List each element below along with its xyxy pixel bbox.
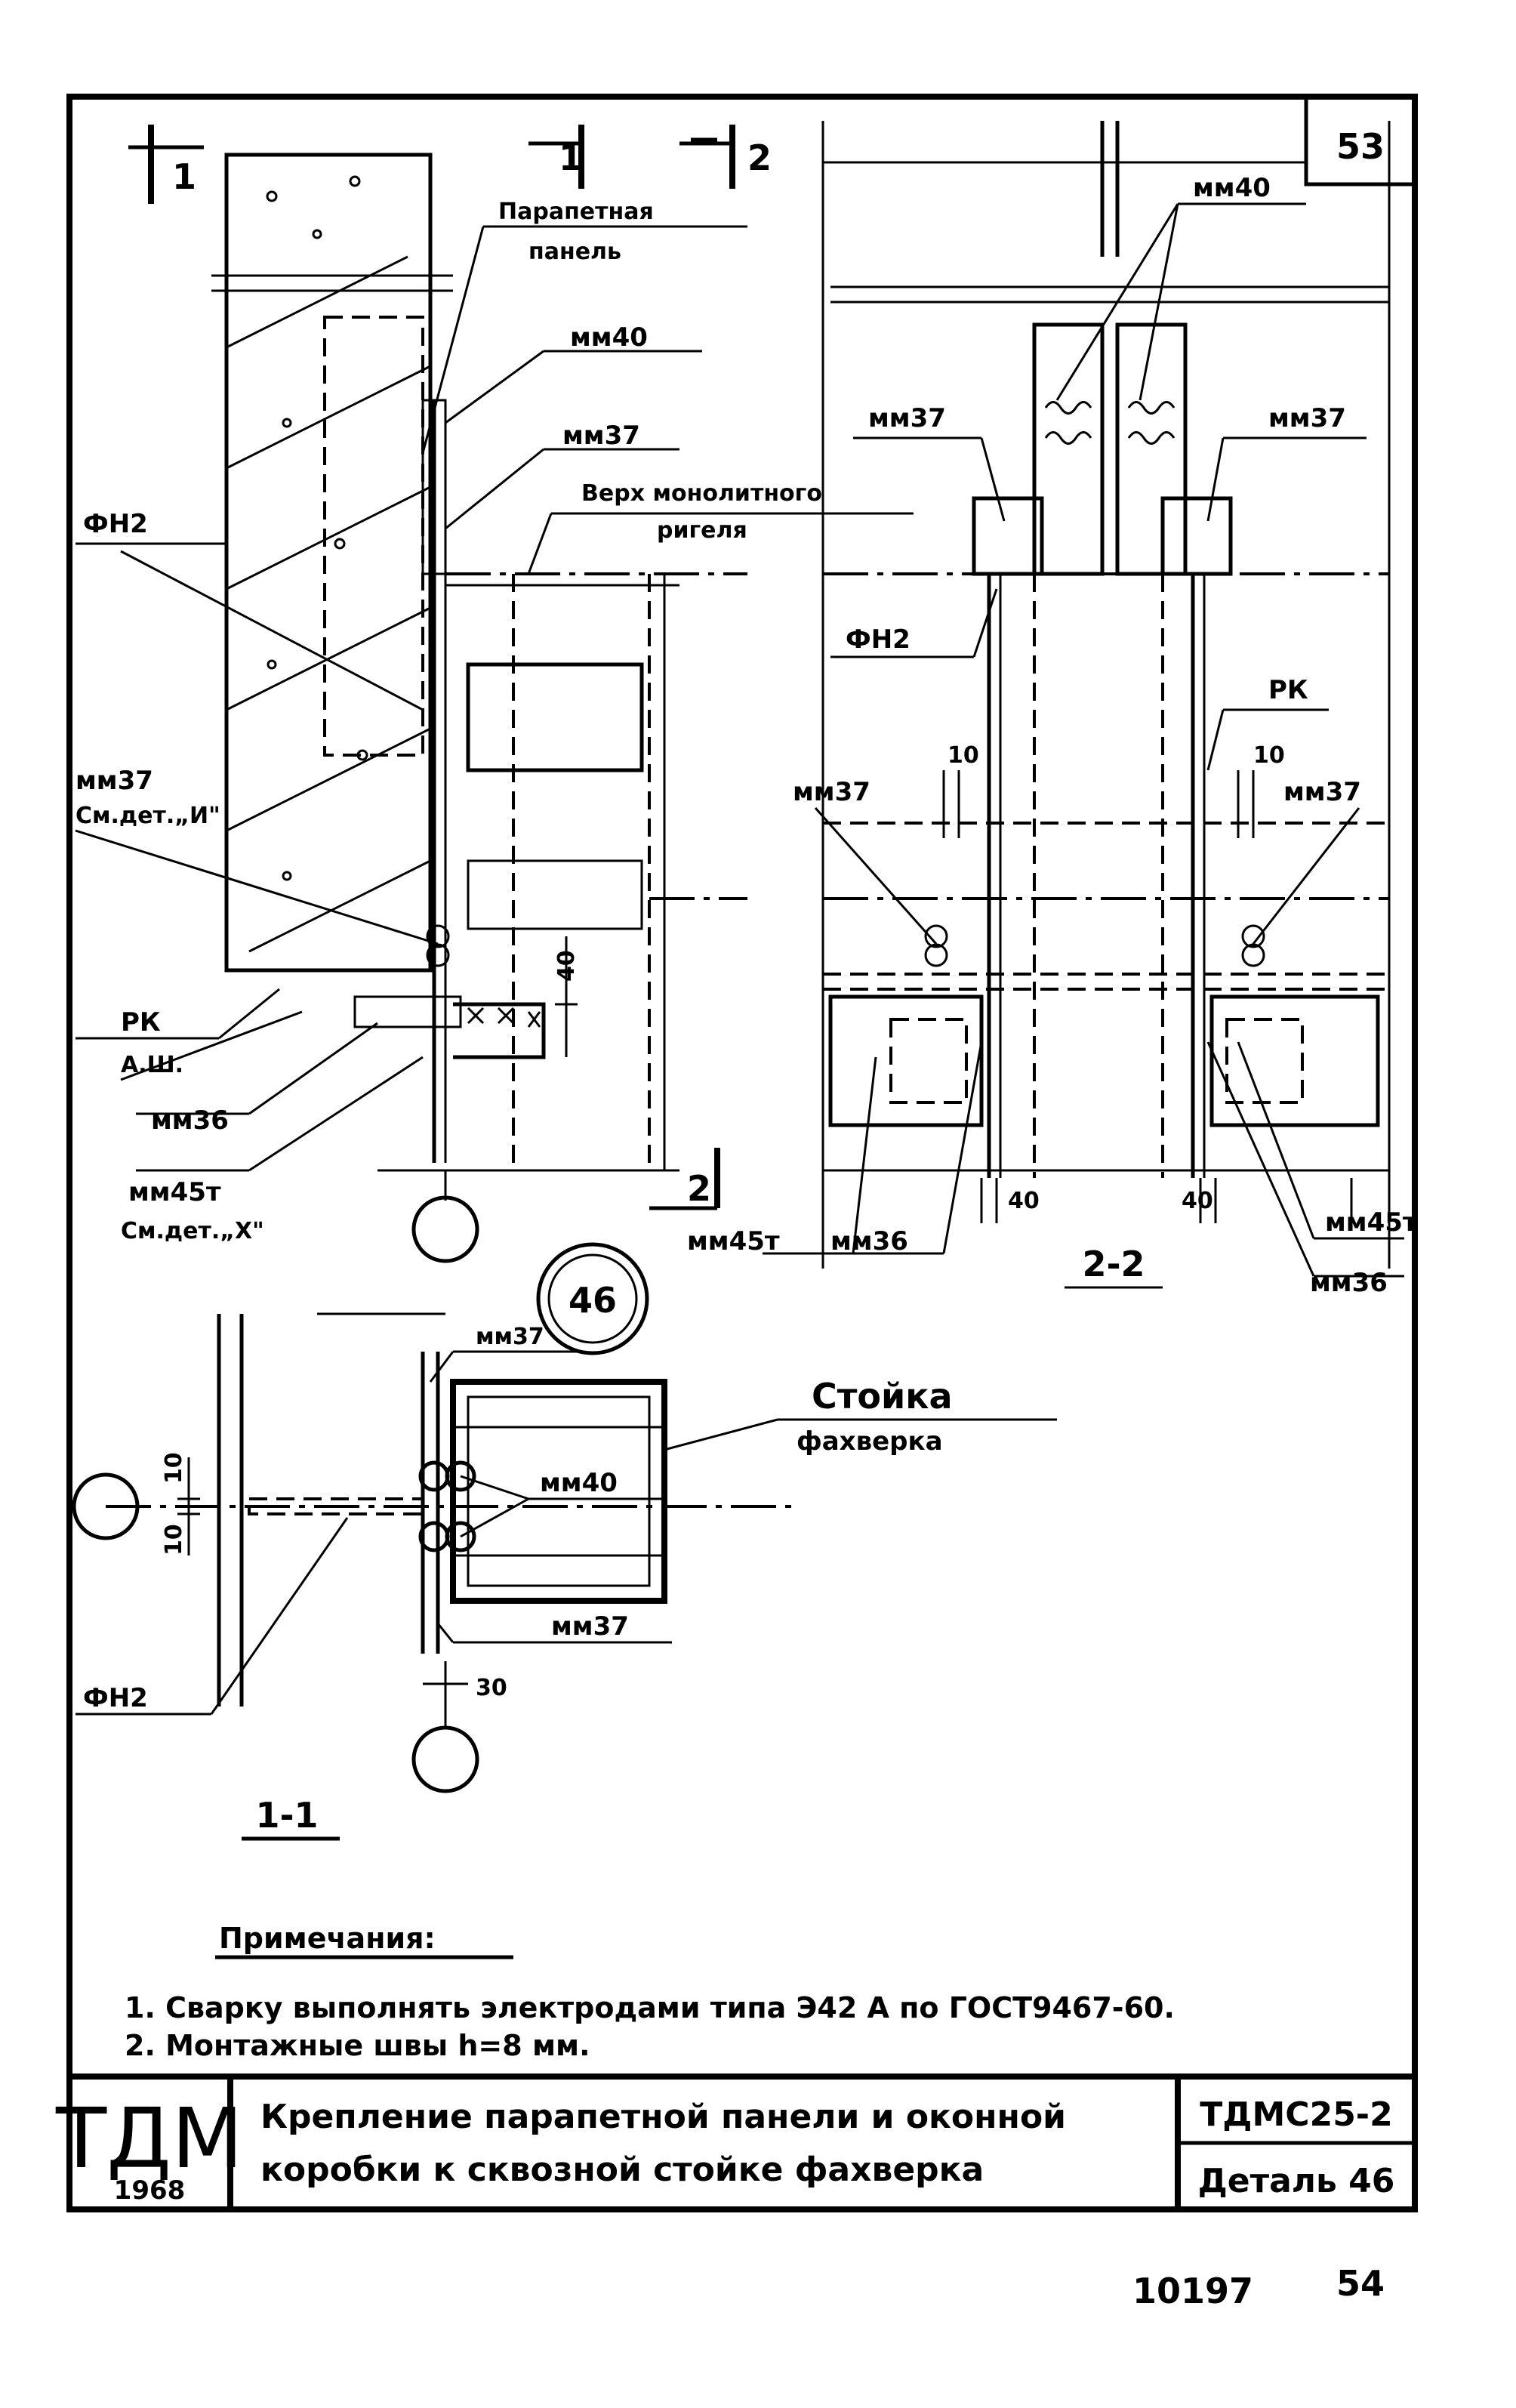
section-title-2-2: 2-2	[1082, 1244, 1145, 1284]
label-mm37-c: мм37	[868, 403, 946, 433]
dim-40-a: 40	[553, 950, 580, 982]
detail-label: Деталь 46	[1198, 2162, 1395, 2200]
detail-bubble: 46	[536, 1242, 649, 1355]
label-mm40-a: мм40	[570, 322, 648, 353]
label-parapet-panel-2: панель	[528, 239, 621, 265]
note-1: 1. Сварку выполнять электродами типа Э42…	[125, 1991, 1175, 2024]
dim-40-b: 40	[1008, 1188, 1040, 1214]
title-line-1: Крепление парапетной панели и оконной	[260, 2098, 1066, 2136]
notes-heading: Примечания:	[219, 1922, 436, 1955]
concrete-wall	[224, 153, 433, 973]
notes: Примечания: 1. Сварку выполнять электрод…	[125, 1922, 1175, 2062]
label-mm37-g: мм37	[476, 1324, 544, 1350]
sheet-number: 53	[1336, 126, 1385, 167]
label-mm45-b: мм45т	[687, 1226, 780, 1256]
label-rk-b: РК	[1268, 675, 1308, 705]
label-mm37-h: мм37	[551, 1611, 629, 1642]
label-column-2: фахверка	[797, 1426, 943, 1457]
inventory-number: 10197	[1132, 2271, 1253, 2311]
label-mm40-c: мм40	[540, 1468, 618, 1498]
label-ash: А.Ш.	[121, 1052, 183, 1078]
label-top-beam-1: Верх монолитного	[581, 480, 822, 507]
doc-code: ТДМС25-2	[1200, 2095, 1392, 2134]
section-2-2: мм40 мм37 мм37 ФН2 РК 10 10 мм37 мм37 мм…	[687, 121, 1418, 1298]
label-mm45-a: мм45т	[128, 1177, 221, 1207]
section-mark-2a: 2	[747, 137, 772, 178]
label-mm37-d: мм37	[1268, 403, 1346, 433]
label-fn2-c: ФН2	[83, 1683, 148, 1713]
label-mm37-a: мм37	[562, 421, 640, 451]
section-mark-1b: 1	[559, 137, 583, 178]
axis-bubble-left	[411, 1195, 479, 1263]
label-rk-a: РК	[121, 1007, 161, 1038]
label-see-detail-x: См.дет.„Х"	[121, 1218, 264, 1244]
dim-10-d: 10	[161, 1524, 187, 1555]
label-see-detail-i: См.дет.„И"	[75, 803, 220, 829]
section-mark-1a: 1	[172, 156, 196, 197]
label-fn2-a: ФН2	[83, 509, 148, 539]
label-top-beam-2: ригеля	[657, 517, 747, 544]
label-fn2-b: ФН2	[846, 624, 911, 655]
label-mm37-b: мм37	[75, 766, 153, 796]
label-mm40-b: мм40	[1193, 173, 1271, 203]
dim-10-b: 10	[1253, 742, 1285, 769]
label-mm45-c: мм45т	[1325, 1207, 1418, 1238]
sheet-number-box: 53	[1304, 94, 1417, 187]
org-logo: ТДМ	[55, 2090, 243, 2187]
page-number: 54	[1336, 2263, 1385, 2304]
label-mm37-f: мм37	[1283, 777, 1361, 807]
sheet-frame	[66, 94, 1418, 2212]
title-line-2: коробки к сквозной стойке фахверка	[260, 2151, 984, 2189]
elevation-left: 1	[75, 125, 914, 1263]
section-1-1: 10 10 30 мм37 Стойка фахверка мм40 мм37 …	[72, 1312, 1057, 1841]
dim-40-c: 40	[1182, 1188, 1213, 1214]
note-2: 2. Монтажные швы h=8 мм.	[125, 2029, 590, 2062]
label-mm36-c: мм36	[1310, 1268, 1388, 1298]
title-block: ТДМ 1968 Крепление парапетной панели и о…	[55, 2073, 1415, 2209]
label-mm36-b: мм36	[830, 1226, 908, 1256]
axis-bubble-plan-bottom	[411, 1725, 479, 1793]
axis-bubble-plan-left	[72, 1472, 140, 1540]
label-column-1: Стойка	[812, 1376, 953, 1417]
label-parapet-panel-1: Парапетная	[498, 199, 654, 225]
detail-number: 46	[568, 1280, 617, 1321]
org-year: 1968	[114, 2175, 186, 2206]
dim-10-c: 10	[161, 1452, 187, 1484]
section-mark-2b: 2	[687, 1168, 711, 1209]
label-mm36-a: мм36	[151, 1105, 229, 1136]
section-title-1-1: 1-1	[255, 1795, 318, 1836]
dim-30: 30	[476, 1675, 507, 1701]
dim-10-a: 10	[948, 742, 979, 769]
label-mm37-e: мм37	[793, 777, 870, 807]
